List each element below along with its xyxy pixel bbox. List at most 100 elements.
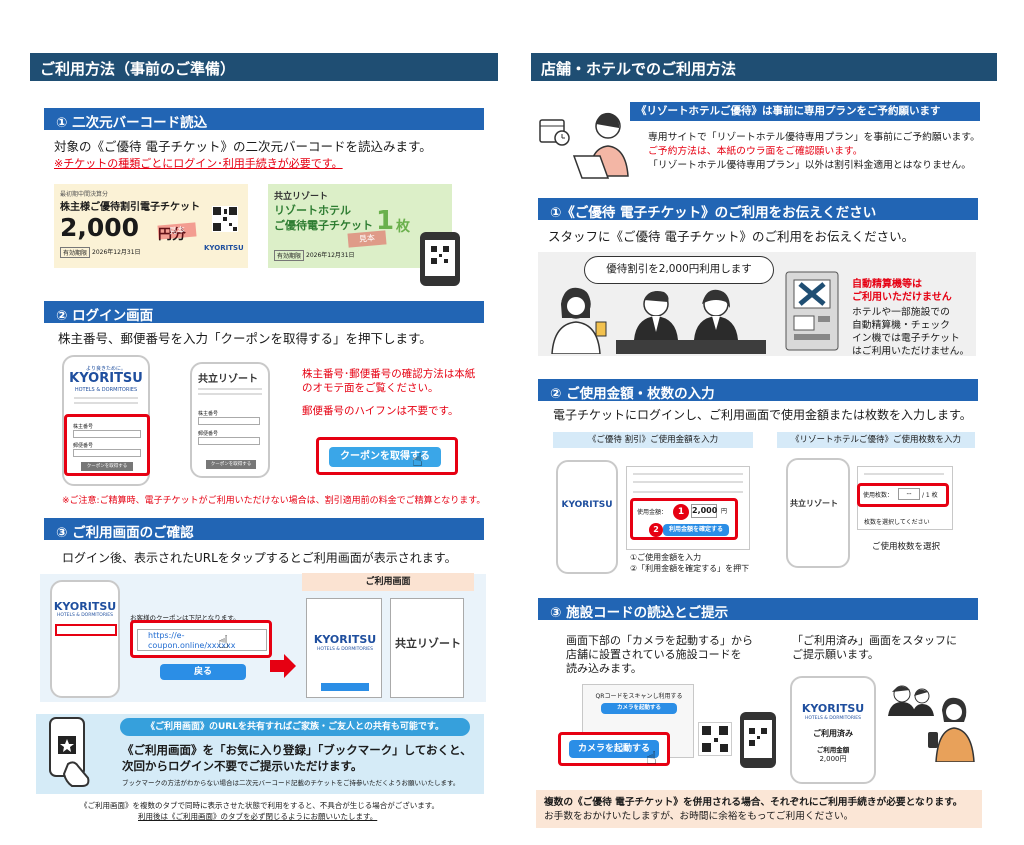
url-highlight-small	[55, 624, 117, 636]
count-label: 使用枚数：	[863, 492, 894, 499]
staff-illustration	[546, 282, 776, 354]
tap-hand-icon: ☝	[412, 450, 423, 471]
confirm-mini-button[interactable]	[321, 683, 369, 691]
r-step3-left2: 店舗に設置されている施設コードを	[566, 648, 742, 661]
right-footer-panel	[536, 790, 982, 828]
r-step3-title: ③ 施設コードの読込とご提示	[538, 598, 978, 621]
login-form-highlight: 株主番号 郵便番号 クーポンを取得する	[64, 414, 150, 476]
url-line1: https://e-	[148, 631, 185, 640]
ticket2-expiry-label: 有効期限	[274, 250, 305, 261]
r-step3-left1: 画面下部の「カメラを起動する」から	[566, 634, 753, 647]
r-step2-title: ② ご使用金額・枚数の入力	[538, 379, 978, 402]
amount-caption1: ①ご使用金額を入力	[630, 553, 702, 562]
r-step3-left3: 読み込みます。	[566, 662, 642, 675]
mini-coupon-button[interactable]: クーポンを取得する	[206, 460, 256, 469]
ticket-expiry-label: 有効期限	[60, 247, 91, 258]
count-hint: 枚数を選択してください	[864, 519, 930, 526]
discount-ticket: 最初期中間決算分 株主様ご優待割引電子チケット 2,000 円分 見本 有効期限…	[54, 184, 248, 268]
kiosk-warning1: 自動精算機等は	[852, 279, 922, 290]
share-banner: 《ご利用画面》のURLを共有すればご家族・ご友人との共有も可能です。	[120, 718, 470, 736]
count-select[interactable]: --	[898, 488, 920, 500]
kiosk-body1: ホテルや一部施設での	[852, 307, 950, 318]
scan-label: QRコードをスキャンし利用する	[595, 693, 683, 700]
postal-code-input[interactable]	[73, 449, 141, 457]
step2-note2: 郵便番号のハイフンは不要です。	[302, 405, 459, 417]
tap-hand-icon: ☝	[646, 748, 657, 769]
login-screen-resort: 共立リゾート 株主番号 郵便番号 クーポンを取得する	[190, 362, 270, 478]
left-footer1: 《ご利用画面》を複数のタブで同時に表示させた状態で利用をすると、不具合が生じる場…	[80, 801, 439, 810]
resort-logo: 共立リゾート	[198, 374, 258, 385]
left-header: ご利用方法（事前のご準備）	[30, 53, 498, 81]
ticket-stamp: 見本	[157, 222, 197, 240]
ticket2-count-unit: 枚	[396, 219, 410, 235]
r-step1-title: ①《ご優待 電子チケット》のご利用をお伝えください	[538, 198, 978, 221]
ticket2-stamp: 見本	[347, 230, 387, 248]
r-step3-right2: ご提示願います。	[792, 648, 879, 661]
get-coupon-button[interactable]: クーポンを取得する	[329, 447, 441, 467]
postal-code-input[interactable]	[198, 437, 260, 445]
kiosk-body4: はご利用いただけません。	[852, 346, 970, 357]
coupon-phone: KYORITSU HOTELS & DORMITORIES	[50, 580, 120, 698]
mini-coupon-button[interactable]: クーポンを取得する	[81, 462, 133, 471]
shareholder-number-input[interactable]	[73, 430, 141, 438]
intro-line1: 専用サイトで「リゾートホテル優待専用プラン」を事前にご予約願います。	[648, 132, 980, 143]
brand-tagline: より良きために。	[86, 366, 126, 372]
right-footer1: 複数の《ご優待 電子チケット》を併用される場合、それぞれにご利用手続きが必要とな…	[544, 797, 963, 808]
step2-footnote: ※ご注意:ご精算時、電子チケットがご利用いただけない場合は、割引適用前の料金でご…	[62, 496, 486, 506]
kyoritsu-logo: KYORITSU	[801, 702, 865, 715]
amount-input-label: 《ご優待 割引》ご使用金額を入力	[553, 432, 753, 448]
coupon-button-highlight: クーポンを取得する	[316, 437, 458, 475]
count-phone: 共立リゾート	[786, 458, 850, 568]
kiosk-body3: イン機では電子チケット	[852, 333, 960, 344]
staff-customer-illustration	[880, 682, 978, 762]
intro-line2: ご予約方法は、本紙のウラ面をご確認願います。	[648, 146, 863, 157]
back-button[interactable]: 戻る	[160, 664, 246, 680]
kyoritsu-logo: KYORITSU	[69, 371, 143, 386]
step2-title: ② ログイン画面	[44, 301, 484, 324]
kiosk-warning2: ご利用いただけません	[852, 292, 952, 303]
amount-input[interactable]: 2,000	[691, 504, 717, 518]
kyoritsu-logo: KYORITSU	[561, 500, 613, 510]
step3-desc: ログイン後、表示されたURLをタップするとご利用画面が表示されます。	[62, 551, 457, 565]
ticket2-count: 1	[376, 206, 395, 236]
confirm-amount-button[interactable]: 利用金額を確定する	[663, 524, 729, 536]
url-line2: coupon.online/xxxxxx	[148, 641, 236, 650]
intro-banner: 《リゾートホテルご優待》は事前に専用プランをご予約願います	[630, 102, 980, 121]
count-entry-highlight: 使用枚数： -- / 1 枚	[857, 483, 949, 507]
coupon-url-link[interactable]: https://e- coupon.online/xxxxxx	[137, 629, 267, 651]
ticket2-line1: リゾートホテル	[274, 204, 351, 217]
phone-scan-icon	[740, 712, 776, 768]
kiosk-machine-icon	[784, 270, 840, 352]
count-caption: ご使用枚数を選択	[872, 542, 941, 552]
usage-screen-kyoritsu: KYORITSU HOTELS & DORMITORIES	[306, 598, 382, 698]
qr-code-icon	[749, 728, 767, 746]
kyoritsu-logo-sub: HOTELS & DORMITORIES	[56, 613, 114, 618]
step2-desc: 株主番号、郵便番号を入力「クーポンを取得する」を押下します。	[58, 331, 432, 346]
ticket-amount: 2,000	[60, 213, 140, 242]
resort-logo: 共立リゾート	[395, 637, 461, 650]
ticket-brand: KYORITSU	[204, 244, 244, 252]
speech-bubble: 優待割引を2,000円利用します	[584, 256, 774, 284]
ticket2-expiry: 2026年12月31日	[306, 252, 355, 259]
ticket-title: 株主様ご優待割引電子チケット	[60, 202, 200, 213]
shareholder-number-input[interactable]	[198, 417, 260, 425]
step-badge-2: 2	[649, 523, 663, 537]
field-label-shareholder: 株主番号	[198, 411, 219, 417]
phone-scan-icon	[420, 232, 460, 286]
camera-mini-button[interactable]: カメラを起動する	[601, 703, 677, 714]
field-label-shareholder: 株主番号	[73, 424, 94, 430]
launch-camera-button[interactable]: カメラを起動する	[569, 740, 659, 758]
kyoritsu-logo-sub: HOTELS & DORMITORIES	[74, 387, 138, 393]
used-amount-label: ご利用金額	[816, 746, 850, 754]
person-laptop-icon	[572, 104, 636, 184]
arrow-right-icon	[270, 654, 296, 678]
field-label-postal: 郵便番号	[198, 431, 219, 437]
kyoritsu-logo-sub: HOTELS & DORMITORIES	[316, 647, 374, 652]
ticket-company: 最初期中間決算分	[60, 191, 109, 198]
calendar-icon	[538, 116, 572, 146]
qr-code-icon	[212, 206, 238, 232]
left-footer2: 利用後は《ご利用画面》のタブを必ず閉じるようにお願いいたします。	[138, 812, 378, 821]
right-footer2: お手数をおかけいたしますが、お時間に余裕をもってご利用ください。	[544, 811, 854, 822]
resort-logo: 共立リゾート	[790, 499, 838, 508]
bookmark-phone-icon	[44, 716, 92, 788]
